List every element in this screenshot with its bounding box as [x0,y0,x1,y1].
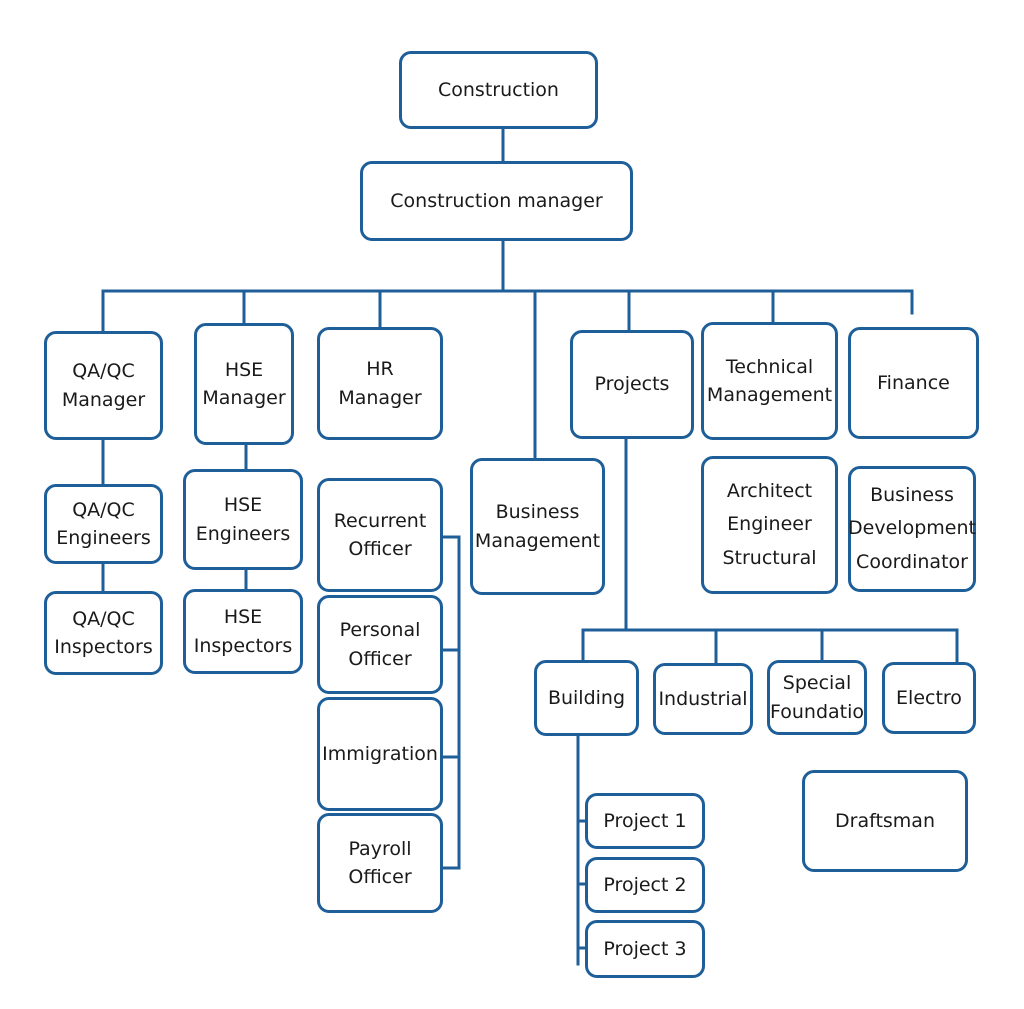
node-personal-officer: Personal Officer [317,595,443,694]
node-business-development-coordinator: Business Development Coordinator [848,466,976,592]
node-architect-engineer-structural: Architect Engineer Structural [701,456,838,594]
node-qa-qc-inspectors: QA/QC Inspectors [44,591,163,675]
node-projects: Projects [570,330,694,439]
node-hse-manager: HSE Manager [194,323,294,445]
node-qa-qc-manager: QA/QC Manager [44,331,163,440]
node-construction-manager: Construction manager [360,161,633,241]
node-business-management: Business Management [470,458,605,595]
node-recurrent-officer: Recurrent Officer [317,478,443,592]
node-payroll-officer: Payroll Officer [317,813,443,913]
node-immigration: Immigration [317,697,443,811]
node-hr-manager: HR Manager [317,327,443,440]
node-building: Building [534,660,639,736]
node-qa-qc-engineers: QA/QC Engineers [44,484,163,564]
node-industrial: Industrial [653,663,753,735]
node-construction: Construction [399,51,598,129]
node-project-2: Project 2 [585,857,705,913]
node-finance: Finance [848,327,979,439]
node-hse-engineers: HSE Engineers [183,469,303,570]
node-electro: Electro [882,662,976,734]
node-draftsman: Draftsman [802,770,968,872]
node-hse-inspectors: HSE Inspectors [183,589,303,674]
node-technical-management: Technical Management [701,322,838,440]
node-special-foundatio: Special Foundatio [767,660,867,735]
node-project-1: Project 1 [585,793,705,849]
node-project-3: Project 3 [585,920,705,978]
